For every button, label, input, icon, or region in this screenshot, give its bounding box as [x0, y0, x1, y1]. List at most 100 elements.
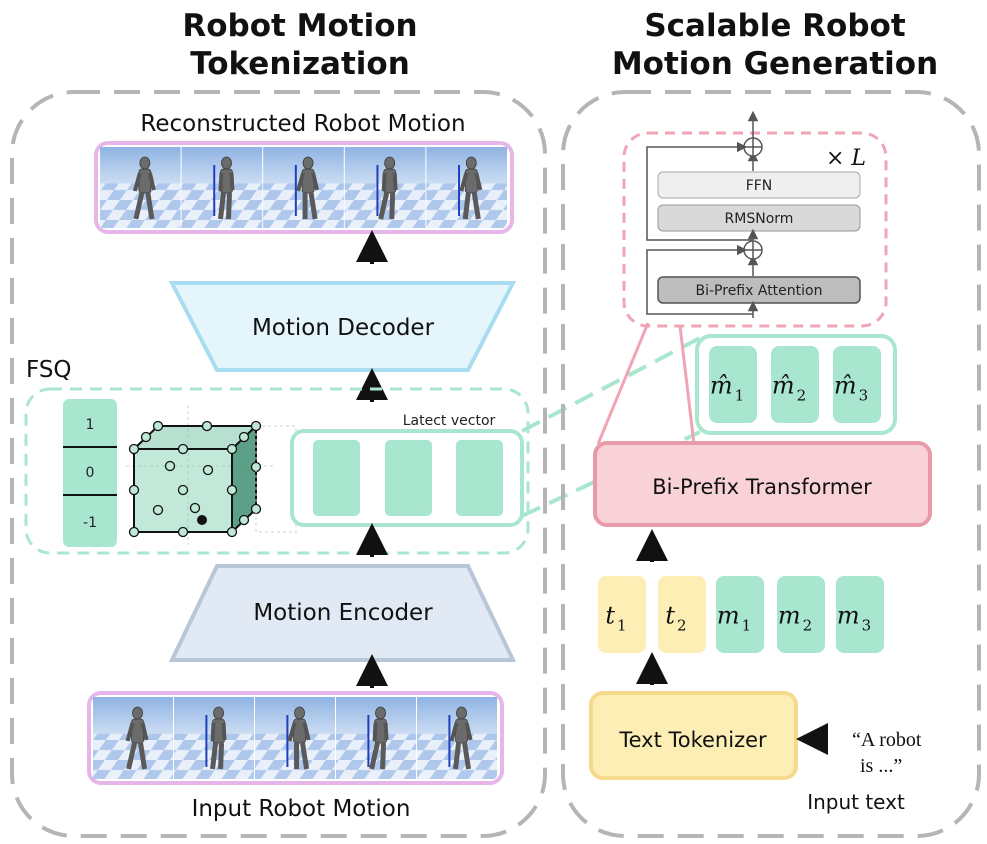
- reconstructed-frame-4: [344, 147, 426, 228]
- latent-cell-3: [456, 440, 503, 516]
- fsq-level-bar: 1 0 -1: [63, 399, 117, 547]
- rmsnorm-layer: [657, 204, 861, 232]
- residual-add-top-icon: [743, 137, 763, 157]
- latent-cell-1: [313, 440, 360, 516]
- motion-encoder-label: Motion Encoder: [253, 600, 433, 626]
- output-token-1: m̂1: [709, 346, 757, 423]
- fsq-dashed-region: [24, 387, 530, 555]
- transformer-detail-connector-right: [678, 325, 696, 445]
- robot-figure-icon: [217, 156, 235, 220]
- left-panel-dashed-frame: [10, 90, 547, 838]
- input-frame-2: [174, 697, 254, 779]
- bi-prefix-attention-layer: [657, 276, 861, 304]
- svg-text:m̂2: m̂2: [772, 372, 806, 405]
- fsq-grid-node: [177, 484, 189, 496]
- fsq-grid-node: [128, 484, 140, 496]
- input-motion-strip: [87, 691, 504, 785]
- svg-text:m1: m1: [717, 602, 751, 635]
- latent-projection-top: [521, 336, 701, 433]
- output-token-3: m̂3: [833, 346, 881, 423]
- fsq-grid-node: [226, 443, 238, 455]
- output-token-2: m̂2: [771, 346, 819, 423]
- robot-figure-icon: [449, 706, 473, 770]
- repeat-times-label: × L: [826, 146, 866, 171]
- robot-figure-icon: [132, 156, 156, 220]
- input-motion-label: Input Robot Motion: [192, 796, 411, 822]
- latent-cell-2: [385, 440, 432, 516]
- fsq-grid-node: [152, 504, 164, 516]
- robot-figure-icon: [287, 706, 311, 770]
- fsq-grid-node: [226, 526, 238, 538]
- latent-vector-label: Latect vector: [403, 413, 496, 429]
- robot-figure-icon: [125, 706, 149, 770]
- ffn-label: FFN: [746, 178, 773, 194]
- bi-prefix-transformer-label: Bi-Prefix Transformer: [652, 475, 872, 499]
- reconstructed-frame-5: [426, 147, 507, 228]
- latent-vector: Latect vector: [290, 413, 524, 527]
- left-panel: Robot Motion Tokenization Reconstructed …: [10, 8, 547, 838]
- input-frame-4: [336, 697, 416, 779]
- bi-prefix-transformer-block: Bi-Prefix Transformer: [593, 441, 932, 527]
- left-title-line1: Robot Motion: [182, 8, 417, 44]
- input-frame-1: [93, 697, 173, 779]
- fsq-grid-node: [189, 502, 201, 514]
- fsq-grid-node: [202, 464, 214, 476]
- right-title-line2: Motion Generation: [612, 46, 938, 82]
- fsq-grid-node: [226, 484, 238, 496]
- robot-figure-icon: [378, 156, 398, 220]
- fsq-grid-node: [238, 514, 250, 526]
- fsq-level-neg1: -1: [83, 515, 97, 531]
- right-panel: Scalable Robot Motion Generation × L FFN…: [561, 8, 981, 838]
- right-panel-dashed-frame: [561, 90, 981, 838]
- reconstructed-motion-label: Reconstructed Robot Motion: [140, 111, 465, 137]
- fsq-level-1: 1: [86, 417, 95, 433]
- fsq-cube-icon: [126, 405, 276, 545]
- svg-text:m̂1: m̂1: [710, 372, 744, 405]
- input-frame-5: [417, 697, 497, 779]
- fsq-grid-node: [128, 443, 140, 455]
- robot-figure-icon: [296, 156, 320, 220]
- fsq-level-0: 0: [86, 465, 95, 481]
- reconstructed-frame-2: [181, 147, 263, 228]
- transformer-block-detail: × L FFN RMSNorm Bi-Prefix Attention: [622, 110, 888, 328]
- fsq-grid-node: [152, 420, 164, 432]
- input-text-quote-line1: “A robot: [852, 729, 922, 751]
- robot-figure-icon: [369, 706, 389, 770]
- fsq-grid-node: [140, 431, 152, 443]
- input-text-quote-line2: is ...”: [860, 755, 902, 777]
- fsq-grid-node: [177, 526, 189, 538]
- input-text-label: Input text: [807, 790, 905, 814]
- rmsnorm-label: RMSNorm: [725, 211, 794, 227]
- reconstructed-frame-3: [263, 147, 344, 228]
- output-tokens-group: m̂1 m̂2 m̂3: [695, 334, 897, 435]
- reconstructed-motion-strip: [94, 141, 514, 234]
- robot-figure-icon: [210, 706, 227, 770]
- motion-decoder-label: Motion Decoder: [252, 315, 435, 341]
- fsq-grid-node: [128, 526, 140, 538]
- left-title-line2: Tokenization: [190, 46, 410, 82]
- transformer-detail-connector-left: [596, 322, 650, 445]
- motion-decoder-block: Motion Decoder: [168, 281, 517, 372]
- right-title-line1: Scalable Robot: [644, 8, 905, 44]
- reconstructed-frame-1: [100, 147, 181, 228]
- fsq-grid-node: [164, 460, 176, 472]
- fsq-grid-node: [201, 420, 213, 432]
- text-tokenizer-label: Text Tokenizer: [618, 728, 767, 752]
- robot-figure-icon: [459, 156, 483, 220]
- motion-encoder-block: Motion Encoder: [168, 564, 517, 662]
- text-tokenizer-block: Text Tokenizer: [589, 691, 798, 780]
- fsq-grid-node: [177, 443, 189, 455]
- residual-add-bottom-icon: [743, 240, 763, 260]
- ffn-layer: [657, 171, 861, 199]
- fsq-label: FSQ: [26, 357, 72, 383]
- bi-prefix-attention-label: Bi-Prefix Attention: [696, 283, 823, 299]
- fsq-grid-node: [238, 431, 250, 443]
- input-frame-3: [255, 697, 335, 779]
